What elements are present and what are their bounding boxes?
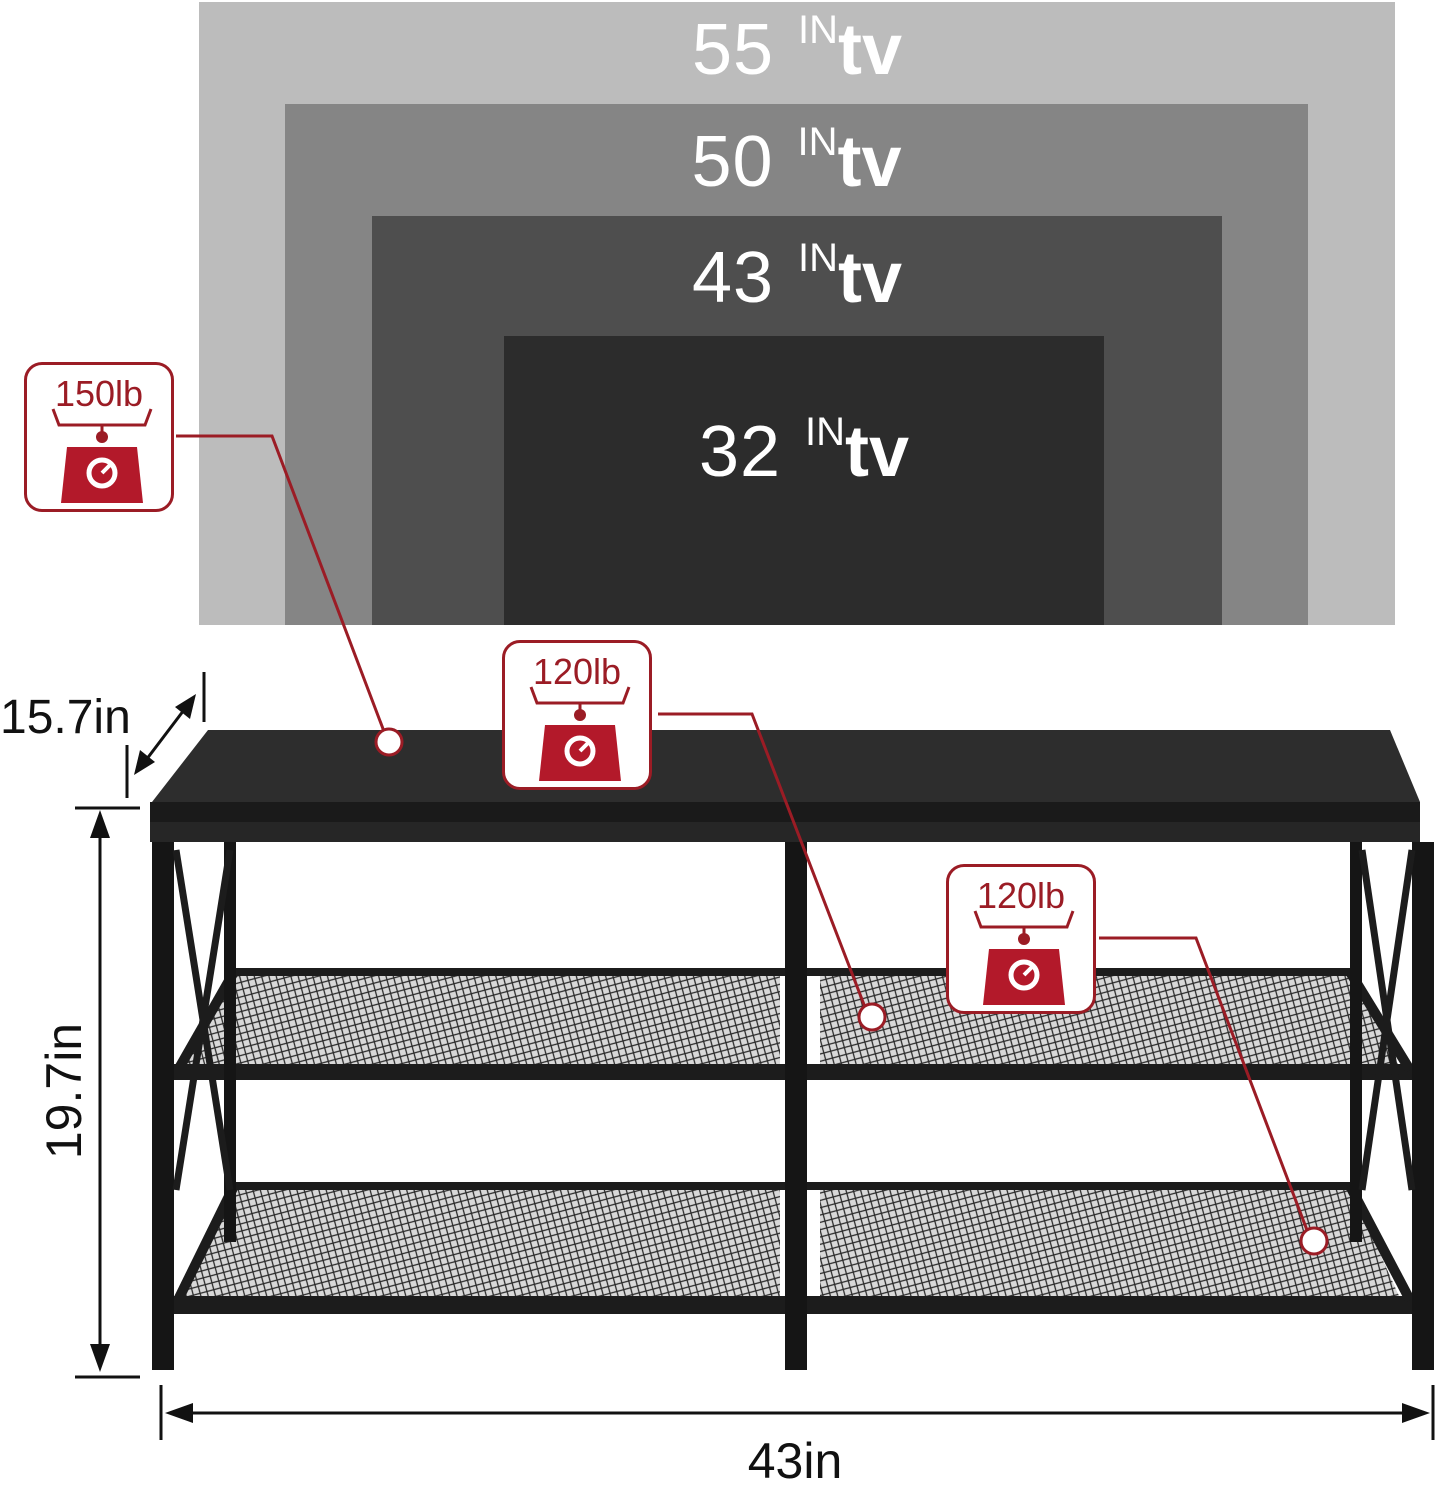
stand-top-surface [152,730,1420,802]
weight-badge-label: 120lb [976,875,1066,916]
callout-line-bottom [1099,936,1312,1239]
weight-badge-bottom: 120lb [946,864,1096,1014]
bottom-shelf-right-mesh [820,1188,1400,1298]
tv-size-number: 50 [691,122,774,202]
tv-size-unit: IN [797,120,838,164]
tv-word: tv [845,412,910,492]
scale-icon [973,910,1075,1005]
callout-line-middle [658,712,870,1016]
tv-size-number: 55 [691,10,775,90]
stand-top-frame [150,822,1420,842]
width-dimension-label: 43in [747,1433,843,1489]
scale-icon [51,408,153,503]
tv-word: tv [838,10,903,90]
scale-icon [529,686,631,781]
stand-top-edge [150,802,1420,822]
callout-point-middle-shelf [857,1002,887,1032]
weight-badge-label: 120lb [532,651,622,692]
center-leg [785,842,807,1370]
tv-size-unit: IN [798,236,839,280]
back-right-leg [1350,842,1362,1242]
weight-badge-middle: 120lb [502,640,652,790]
back-left-leg [224,842,236,1242]
middle-shelf-right-mesh [820,975,1400,1068]
weight-badge-top: 150lb [24,362,174,512]
callout-point-top-surface [374,727,404,757]
front-left-leg [152,842,174,1370]
callout-point-bottom-shelf [1299,1226,1329,1256]
tv-size-unit: IN [805,410,846,454]
weight-badge-label: 150lb [54,373,144,414]
tv-size-32-panel: 32 INtv [504,336,1104,625]
tv-size-number: 32 [698,412,782,492]
height-dimension-label: 19.7in [36,1022,92,1160]
tv-size-number: 43 [691,238,775,318]
bottom-shelf-left-mesh [178,1188,780,1298]
front-right-leg [1412,842,1434,1370]
tv-word: tv [838,238,903,318]
callout-line-top [176,434,390,743]
middle-shelf-left-mesh [178,975,780,1068]
tv-word: tv [837,122,902,202]
tv-size-unit: IN [798,8,839,52]
depth-dimension-label: 15.7in [0,691,131,744]
